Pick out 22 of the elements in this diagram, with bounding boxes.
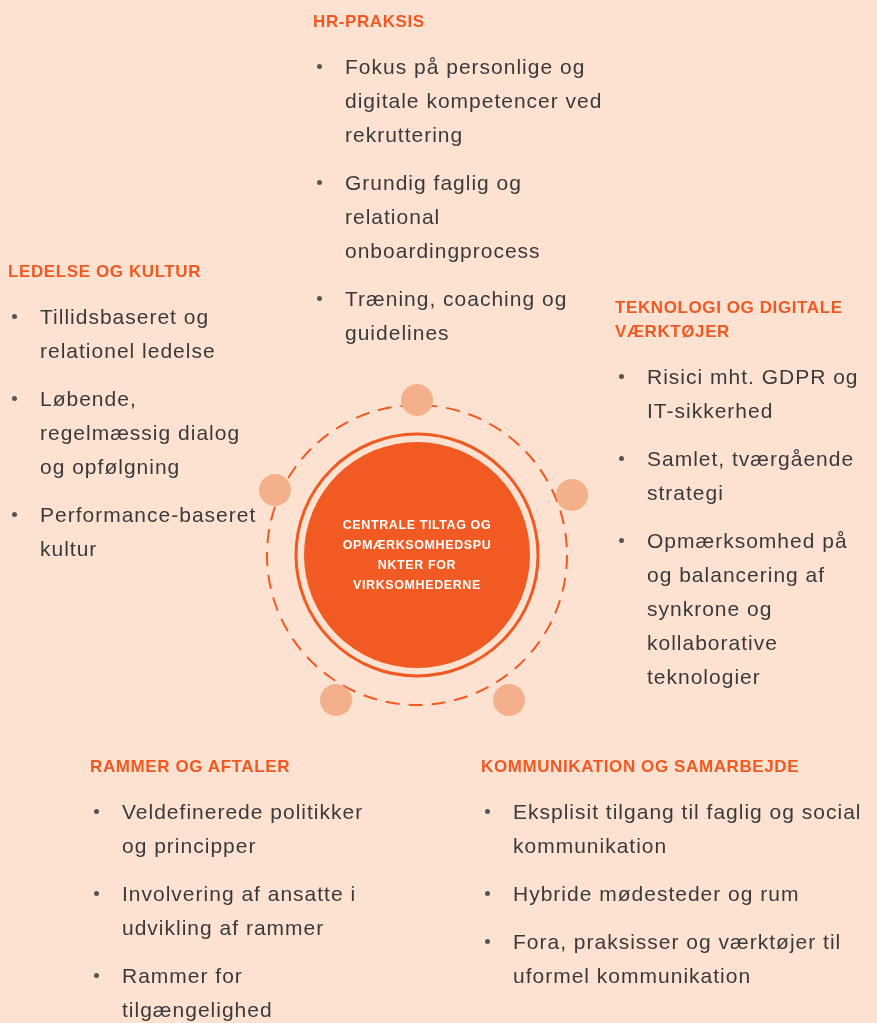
section-heading: TEKNOLOGI OG DIGITALE VÆRKTØJER xyxy=(615,297,844,343)
bullet-text: Veldefinerede politikker og principper xyxy=(122,799,365,859)
center-title: CENTRALE TILTAG OG OPMÆRKSOMHEDSPUNKTER FOR VIRKSOMHEDERNE xyxy=(342,517,492,594)
section-heading: LEDELSE OG KULTUR xyxy=(8,261,203,283)
bullet-text: Tillidsbaseret og relationel ledelse xyxy=(40,304,217,364)
section-heading: RAMMER OG AFTALER xyxy=(90,756,291,778)
bullet-text: Samlet, tværgående strategi xyxy=(647,446,856,506)
center-circle xyxy=(304,442,530,668)
bullet-text: Fora, praksisser og værktøjer til uformel kommunikation xyxy=(513,929,843,989)
section-heading: KOMMUNIKATION OG SAMARBEJDE xyxy=(481,756,801,778)
bullet-text: Løbende, regelmæssig dialog og opfølgning xyxy=(40,386,242,480)
section-heading: HR-PRAKSIS xyxy=(313,11,426,33)
bullet-text: Grundig faglig og relational onboardingprocess xyxy=(345,170,542,264)
bullet-text: Rammer for tilgængelighed xyxy=(122,963,274,1023)
bullet-text: Performance-baseret kultur xyxy=(40,502,258,562)
bullet-text: Træning, coaching og guidelines xyxy=(345,286,569,346)
bullet-text: Opmærksomhed på og balancering af synkrone og kollaborative teknologier xyxy=(647,528,849,690)
bullet-text: Hybride mødesteder og rum xyxy=(513,881,801,907)
bullet-text: Fokus på personlige og digitale kompetencer ved rekruttering xyxy=(345,54,604,148)
bullet-text: Risici mht. GDPR og IT-sikkerhed xyxy=(647,364,860,424)
bullet-text: Involvering af ansatte i udvikling af rammer xyxy=(122,881,358,941)
bullet-text: Eksplisit tilgang til faglig og social kommunikation xyxy=(513,799,863,859)
